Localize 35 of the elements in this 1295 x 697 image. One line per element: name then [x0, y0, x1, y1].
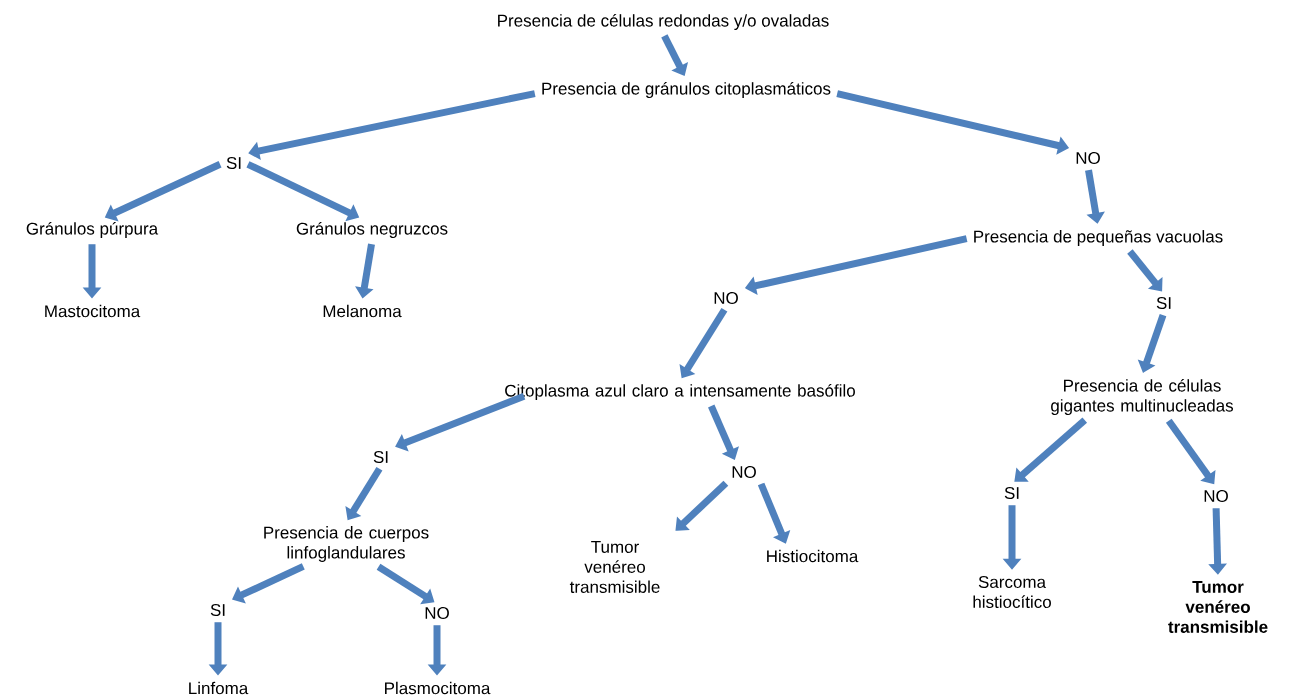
node-label: Presencia de pequeñas vacuolas [974, 230, 1223, 246]
node-label: Gránulos negruzcos [296, 222, 448, 239]
block-arrow [675, 480, 729, 531]
node-label: NO [425, 607, 449, 620]
node-label: Presencia de gránulos citoplasmáticos [542, 82, 831, 99]
node-label: SI [226, 157, 241, 170]
node-label: NO [1204, 490, 1228, 503]
block-arrow [757, 482, 791, 544]
node-label: SI [1156, 297, 1171, 310]
node-label: SI [210, 604, 225, 617]
block-arrow [1085, 169, 1105, 224]
node-label: Mastocitoma [45, 304, 141, 318]
node-label: NO [714, 292, 738, 305]
block-arrow [395, 393, 526, 452]
block-arrow [708, 404, 739, 460]
node-label: Sarcoma histiocítico [973, 576, 1051, 609]
block-arrow [232, 563, 305, 604]
node-label: Presencia de cuerpos linfoglandulares [264, 526, 429, 562]
node-label: NO [1076, 152, 1100, 165]
node-label: Melanoma [323, 304, 402, 318]
node-label: NO [732, 466, 756, 479]
node-label: Gránulos púrpura [26, 222, 159, 239]
node-label: SI [373, 451, 388, 464]
node-label: SI [1004, 487, 1019, 500]
node-label: Presencia de células redondas y/o ovaladas [498, 14, 829, 31]
node-label: Plasmocitoma [385, 681, 491, 695]
block-arrow [1127, 249, 1163, 292]
node-label: Histiocitoma [767, 549, 859, 563]
block-arrow [248, 90, 536, 161]
node-label: Citoplasma azul claro a intensamente basófilo [505, 384, 855, 401]
node-label: Tumor venéreo transmisible [569, 541, 660, 593]
node-label: Tumor venéreo transmisible [1168, 581, 1268, 633]
node-label: Linfoma [189, 681, 249, 695]
block-arrow [1014, 417, 1088, 482]
node-label: Presencia de células gigantes multinucleadas [1051, 379, 1234, 416]
